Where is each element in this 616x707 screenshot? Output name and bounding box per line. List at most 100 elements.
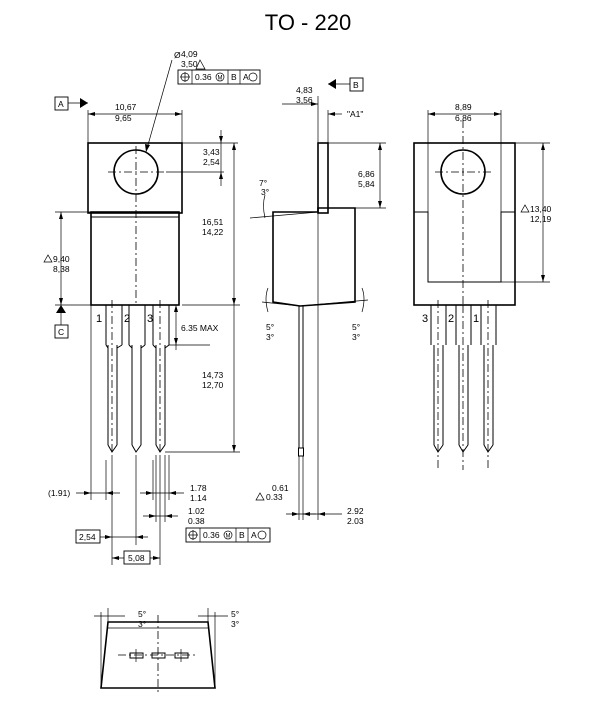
dim-side-angle-right: 5° 3° — [299, 287, 369, 342]
dim-back-height: 13,40 12,19 — [501, 142, 552, 283]
svg-text:Ø: Ø — [174, 50, 181, 60]
svg-text:3°: 3° — [261, 187, 269, 197]
svg-text:2,54: 2,54 — [79, 532, 96, 542]
svg-text:12,70: 12,70 — [202, 380, 224, 390]
dim-lead-offset: (1.91) — [48, 305, 120, 500]
front-pin-3-label: 3 — [147, 313, 153, 325]
dim-back-width: 8,89 6,86 — [427, 102, 502, 212]
front-pin-2-label: 2 — [124, 313, 130, 325]
svg-text:3,43: 3,43 — [203, 147, 220, 157]
dim-hole-position: 3,43 2,54 — [166, 130, 238, 186]
front-pin-1-label: 1 — [96, 313, 102, 325]
svg-text:3°: 3° — [231, 619, 239, 629]
svg-text:4,83: 4,83 — [296, 85, 313, 95]
hole-diameter-callout: Ø 4,09 3,50 — [145, 49, 206, 153]
svg-text:14,22: 14,22 — [202, 227, 224, 237]
back-lead-2 — [455, 305, 472, 470]
svg-text:0.33: 0.33 — [266, 492, 283, 502]
dim-lead-width: 1.78 1.14 — [140, 455, 207, 503]
dim-pitch: 2,54 — [75, 455, 161, 565]
svg-text:2.92: 2.92 — [347, 506, 364, 516]
svg-text:14,73: 14,73 — [202, 370, 224, 380]
svg-text:9,40: 9,40 — [53, 254, 70, 264]
dim-lead-thickness: 1.02 0.38 — [143, 455, 205, 526]
svg-text:5,08: 5,08 — [128, 553, 145, 563]
svg-text:7°: 7° — [259, 178, 267, 188]
svg-text:B: B — [239, 530, 245, 540]
dim-lead-length: 14,73 12,70 — [165, 305, 240, 453]
svg-text:M: M — [218, 76, 223, 82]
front-body-outline — [90, 211, 180, 306]
back-lead-3 — [430, 300, 447, 470]
dim-front-width: 10,67 9,65 — [87, 102, 183, 143]
dim-side-angle-top: 7° 3° — [249, 178, 319, 219]
dim-a1: "A1" — [327, 109, 363, 143]
svg-text:10,67: 10,67 — [115, 102, 137, 112]
svg-text:0.36: 0.36 — [203, 530, 220, 540]
dim-side-lead-offset: 2.92 2.03 — [303, 213, 364, 526]
front-lead-1 — [105, 300, 123, 455]
side-view: B 4,83 3,56 "A1" 7° — [249, 77, 386, 526]
svg-text:5°: 5° — [352, 322, 360, 332]
back-view: 3 2 1 8,89 6,86 13,40 12,19 — [413, 102, 552, 470]
svg-text:C: C — [58, 327, 64, 337]
svg-text:3°: 3° — [266, 332, 274, 342]
svg-text:6,86: 6,86 — [455, 113, 472, 123]
back-lead-1 — [480, 300, 497, 470]
bottom-view: 5° 3° 5° 3° — [94, 608, 239, 695]
svg-text:3°: 3° — [138, 619, 146, 629]
dim-side-thickness: 4,83 3,56 — [282, 85, 319, 143]
tolerance-frame-bottom: 0.36 M B A — [185, 527, 271, 543]
svg-text:12,19: 12,19 — [530, 214, 552, 224]
svg-text:16,51: 16,51 — [202, 217, 224, 227]
svg-text:6.35 MAX: 6.35 MAX — [181, 323, 219, 333]
front-lead-3 — [152, 300, 170, 455]
svg-text:3,50: 3,50 — [181, 59, 198, 69]
dim-overall-height: 16,51 14,22 — [182, 143, 240, 306]
svg-text:A: A — [251, 530, 257, 540]
front-view: 1 2 3 — [87, 142, 183, 455]
back-pin-3-label: 3 — [422, 313, 428, 325]
svg-text:9,65: 9,65 — [115, 113, 132, 123]
svg-text:8,89: 8,89 — [455, 102, 472, 112]
datum-c: C — [54, 305, 69, 339]
svg-text:A: A — [243, 72, 249, 82]
dim-side-angle-left: 5° 3° — [261, 287, 301, 342]
svg-text:2.03: 2.03 — [347, 516, 364, 526]
dim-pitch-double: 5,08 — [112, 550, 160, 565]
svg-text:B: B — [231, 72, 237, 82]
svg-text:0.61: 0.61 — [272, 483, 289, 493]
back-pin-2-label: 2 — [448, 313, 454, 325]
svg-text:3°: 3° — [352, 332, 360, 342]
svg-text:1.78: 1.78 — [190, 483, 207, 493]
front-tab-outline — [87, 142, 183, 214]
svg-text:(1.91): (1.91) — [48, 488, 70, 498]
back-tab-cutout — [414, 211, 515, 283]
svg-text:13,40: 13,40 — [530, 204, 552, 214]
bottom-lead-right — [174, 652, 189, 659]
svg-text:M: M — [226, 534, 231, 540]
datum-a: A — [54, 96, 88, 111]
svg-text:5°: 5° — [231, 609, 239, 619]
bottom-lead-left — [129, 652, 144, 659]
datum-b: B — [328, 77, 364, 92]
svg-text:0.36: 0.36 — [195, 72, 212, 82]
svg-text:5°: 5° — [138, 609, 146, 619]
dim-bottom-angle-right: 5° 3° — [198, 608, 239, 688]
svg-text:1.14: 1.14 — [190, 493, 207, 503]
svg-text:6,86: 6,86 — [358, 169, 375, 179]
svg-text:3,56: 3,56 — [296, 95, 313, 105]
back-pin-1-label: 1 — [473, 313, 479, 325]
svg-text:"A1": "A1" — [347, 109, 363, 119]
dim-side-lead-thickness: 0.61 0.33 — [255, 456, 316, 520]
side-body-outline — [272, 207, 356, 307]
svg-text:5°: 5° — [266, 322, 274, 332]
tolerance-frame-top: 0.36 M B A — [177, 69, 261, 85]
svg-text:2,54: 2,54 — [203, 157, 220, 167]
dim-shoulder: 6.35 MAX — [169, 305, 219, 350]
front-lead-2 — [128, 305, 146, 453]
side-tab-outline — [317, 142, 329, 214]
svg-text:B: B — [353, 80, 359, 90]
bottom-lead-center — [151, 652, 166, 659]
